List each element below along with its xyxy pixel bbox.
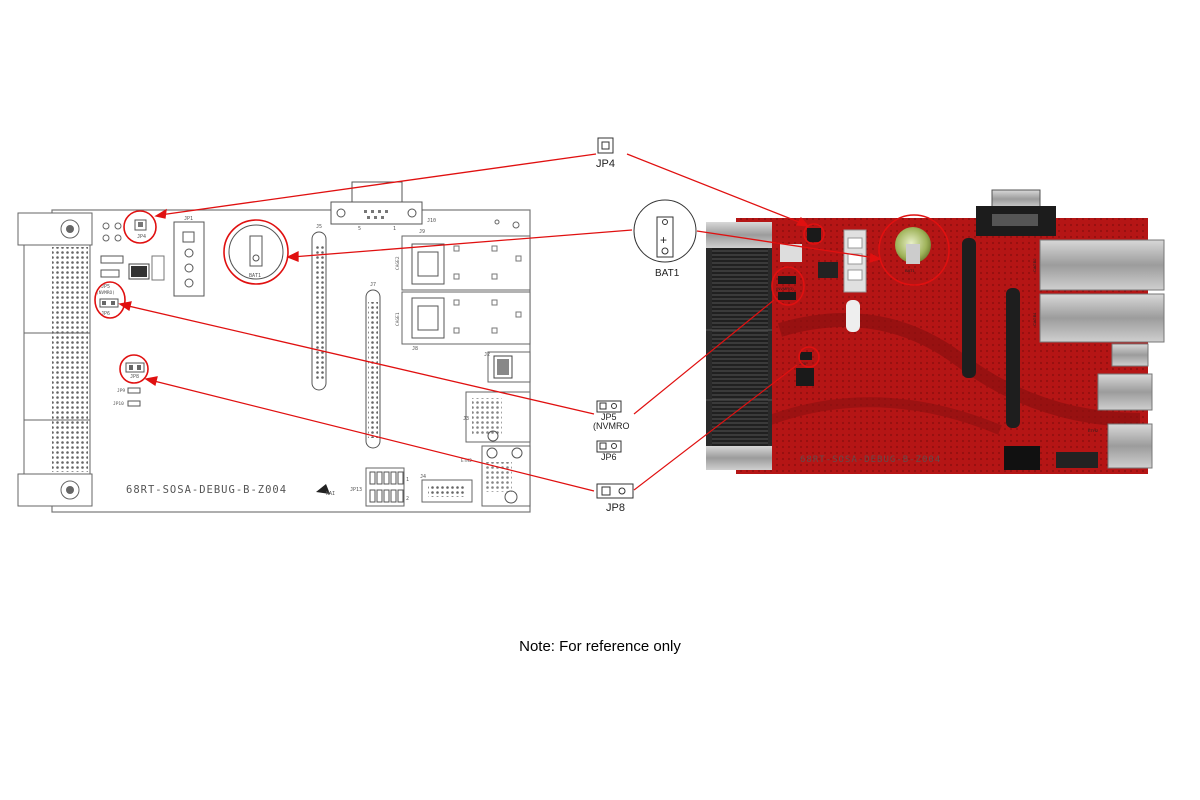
nai-logo: NAI	[316, 484, 335, 497]
jp13-silk-label: JP13	[350, 487, 362, 493]
arrow-jp4-right	[795, 216, 810, 227]
callout-jp6-label: JP6	[601, 452, 617, 462]
highlight-jp8-right	[798, 346, 820, 368]
pcb-db-connector-shell	[991, 189, 1041, 209]
callout-jp5-symbol	[596, 400, 622, 413]
highlight-jp4-right	[803, 223, 825, 245]
left-part-number: 68RT-SOSA-DEBUG-B-Z004	[126, 484, 287, 496]
highlight-jp8-left	[119, 354, 149, 384]
jp9-silk-label: JP9	[117, 388, 125, 394]
pcb-j4	[1056, 452, 1098, 468]
callout-jp5-nvmro: (NVMRO	[593, 421, 630, 431]
highlight-bat1-right	[878, 214, 950, 286]
cage2-silk-label: CAGE2	[395, 256, 401, 270]
highlight-circles	[94, 210, 950, 384]
callout-bat1-label: BAT1	[655, 268, 680, 279]
callout-jp5-label: JP5	[601, 412, 617, 422]
pcb-jp9-header	[780, 244, 802, 262]
mount-hole-bottom	[60, 480, 80, 500]
mount-tab-bottom	[17, 473, 93, 507]
pcb-bat1-label: BAT1	[905, 268, 915, 273]
right-board: (NVMRO) BAT1 CAGE2 CAGE1 ETH2 JP8 68RT-S…	[706, 189, 1165, 474]
backplane-pin-field	[52, 247, 88, 472]
jp2-footprint	[100, 255, 124, 264]
callout-arrows	[118, 153, 882, 492]
j3-silk-label: J3	[463, 416, 469, 422]
arrow-jp4-left	[154, 208, 167, 219]
arrow-bat1-left	[286, 250, 299, 262]
mount-hole-top	[60, 219, 80, 239]
nai-logo-text: NAI	[326, 491, 335, 497]
jp1-header	[173, 221, 205, 297]
callout-jp6-symbol	[596, 440, 622, 453]
callout-jp4-symbol	[597, 137, 614, 154]
jp10-silk-label: JP10	[113, 401, 124, 407]
jp13-pin1-label: 1	[406, 477, 409, 483]
pcb-cage1	[1039, 293, 1165, 343]
j4-silk-label: J4	[420, 474, 426, 480]
j5-silk-label: J5	[316, 224, 322, 230]
jp4-silk-label: JP4	[137, 234, 146, 240]
jp8-footprint	[125, 362, 145, 373]
arrow-jp8-left	[144, 376, 158, 387]
j2-silk-label: J2	[484, 352, 490, 358]
nvmro-silk-label: (NVMRO)	[96, 290, 115, 296]
arrow-bat1-right	[869, 252, 882, 263]
pcb-j7	[1006, 288, 1020, 428]
cage1-silk-label: CAGE1	[395, 312, 401, 326]
pcb-jp4	[807, 228, 821, 242]
pcb-jp6	[778, 292, 796, 300]
highlight-jp5-right	[771, 266, 805, 306]
pcb-sticker	[846, 300, 860, 332]
j9-silk-label: J9	[419, 229, 425, 235]
callout-symbols: JP4 + BAT1 JP5 (NVMRO JP6 JP8	[593, 137, 697, 514]
pcb-jp8-label: JP8	[799, 361, 807, 366]
pcb-part-number: 68RT-SOSA-DEBUG-B-Z004	[800, 455, 941, 465]
pcb-cage2-label: CAGE2	[1032, 258, 1037, 272]
pcb-cage2	[1039, 239, 1165, 291]
highlight-jp4-left	[123, 210, 157, 244]
jp5-silk-label: JP5	[101, 284, 110, 290]
j7-silk-label: J7	[370, 282, 376, 288]
pcb-eth2-label: ETH2	[1088, 428, 1099, 433]
highlight-bat1-left	[223, 219, 289, 285]
j10-silk-label: J10	[427, 218, 436, 224]
callout-jp4-label: JP4	[596, 158, 615, 170]
pcb-cage1-label: CAGE1	[1032, 312, 1037, 326]
j10-connector	[330, 201, 423, 225]
pcb-jp8	[800, 352, 812, 360]
left-board: JP4 JP5 (NVMRO) JP6 JP8 JP9 JP10 JP1	[17, 181, 531, 513]
pcb-jp5	[778, 276, 796, 284]
jp8-silk-label: JP8	[130, 374, 139, 380]
highlight-jp5-left	[94, 281, 126, 319]
jp5-footprint	[99, 298, 119, 308]
jp9-footprint	[100, 269, 120, 278]
mount-tab-top	[17, 212, 93, 246]
callout-jp8-label: JP8	[606, 502, 625, 514]
pcb-usb	[1111, 343, 1149, 367]
jp6-silk-label: JP6	[101, 311, 110, 317]
jp13-pin2-label: 2	[406, 496, 409, 502]
j10-pin5-label: 5	[358, 226, 361, 232]
arrow-jp5-left	[118, 301, 132, 312]
jp1-silk-label: JP1	[184, 216, 193, 222]
pcb-nvmro-label: (NVMRO)	[776, 286, 794, 291]
eth2-silk-label: ETH2	[461, 458, 472, 464]
pcb-rj45	[1097, 373, 1153, 411]
pcb-eth2	[1107, 423, 1153, 469]
pcb-j5	[962, 238, 976, 378]
pcb-jp13	[1004, 446, 1040, 470]
reference-note: Note: For reference only	[519, 638, 681, 655]
bat1-silk-label: BAT1	[249, 273, 261, 279]
callout-bat1-plus: +	[660, 233, 667, 247]
j10-pin1-label: 1	[393, 226, 396, 232]
j8-silk-label: J8	[412, 346, 418, 352]
